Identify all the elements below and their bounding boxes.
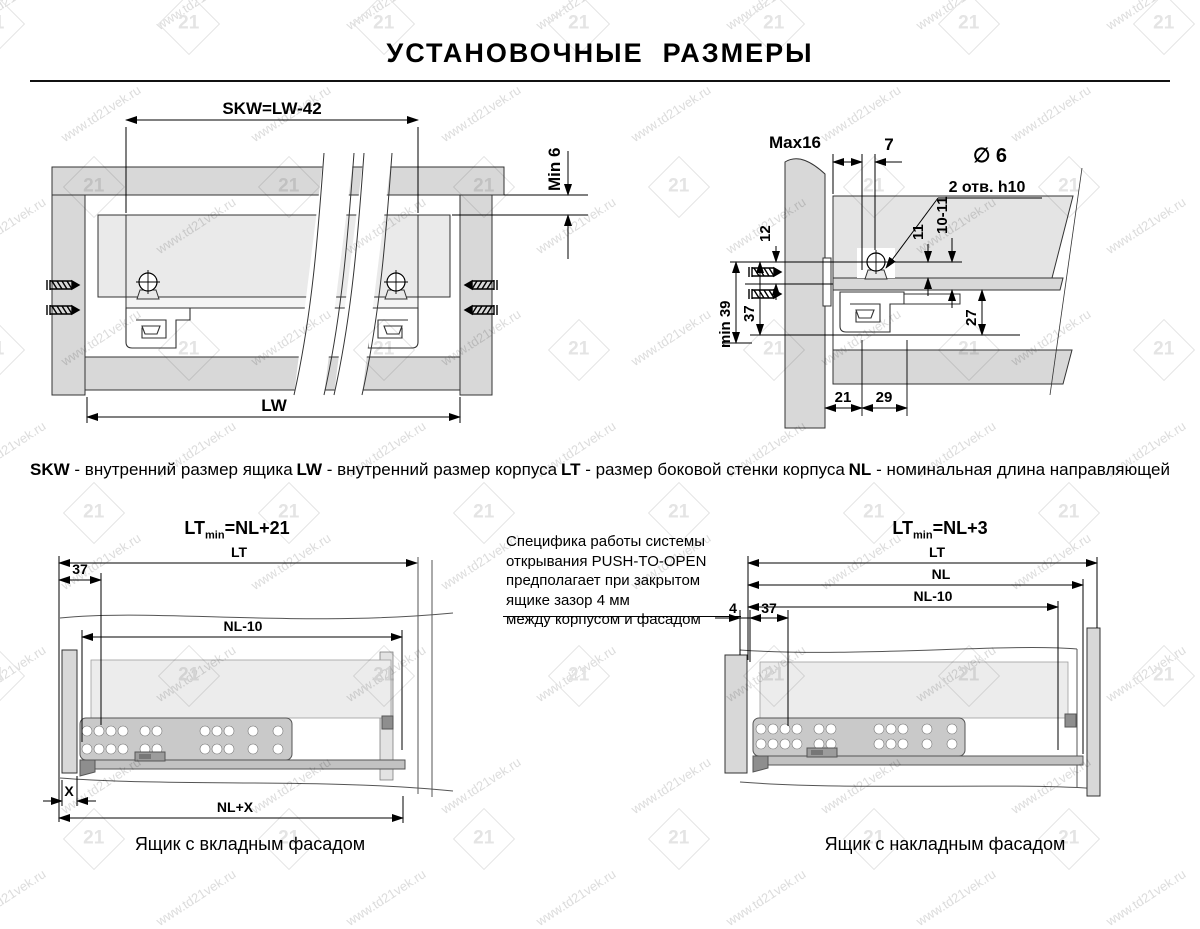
front-panel-overlay bbox=[1086, 627, 1101, 797]
watermark-url-text: www.td21vek.ru bbox=[0, 866, 49, 929]
dim-min6-label: Min 6 bbox=[545, 148, 564, 191]
cabinet-section bbox=[51, 166, 505, 396]
watermark-url-text: www.td21vek.ru bbox=[533, 642, 619, 705]
caption-overlay-front: Ящик с накладным фасадом bbox=[824, 834, 1066, 854]
dim-37-label: 37 bbox=[761, 600, 777, 616]
dim-10-11-label: 10-11 bbox=[934, 196, 951, 234]
bracket-holes bbox=[81, 725, 284, 755]
dim-skw-label: SKW=LW-42 bbox=[222, 99, 321, 118]
drawer-slide-side bbox=[79, 659, 406, 777]
watermark-url-text: www.td21vek.ru bbox=[343, 0, 429, 33]
dims-right-stack: 11 10-11 27 bbox=[888, 196, 986, 336]
drawer-slide-side bbox=[752, 661, 1084, 773]
dim-27-label: 27 bbox=[963, 309, 980, 326]
dim-21-label: 21 bbox=[835, 389, 852, 406]
dim-min6: Min 6 bbox=[452, 148, 588, 259]
dims-left-stack: 12 37 min 39 bbox=[717, 225, 864, 348]
dim-nl10-label: NL-10 bbox=[224, 618, 263, 634]
diagram-side-mounting-detail: Max16 7 ∅ 6 2 отв. h10 12 37 min 39 11 1… bbox=[717, 133, 1083, 429]
watermark-url-text: www.td21vek.ru bbox=[343, 866, 429, 929]
dim-max16-7: Max16 7 bbox=[769, 133, 902, 270]
dims-bottom: 21 29 bbox=[824, 340, 908, 416]
watermark-url-text: www.td21vek.ru bbox=[153, 866, 239, 929]
watermark-url-text: www.td21vek.ru bbox=[628, 754, 714, 817]
watermark-url-text: www.td21vek.ru bbox=[1103, 866, 1189, 929]
cabinet-wall bbox=[784, 158, 832, 429]
watermark-logo: 21 bbox=[0, 318, 26, 382]
dim-nl-label: NL bbox=[932, 566, 951, 582]
dim-holes-label: 2 отв. h10 bbox=[949, 179, 1026, 196]
dims: LT NL NL-10 4 37 bbox=[715, 544, 1098, 754]
legend-item-lt: LT - размер боковой стенки корпуса bbox=[560, 460, 845, 479]
watermark-url-text: www.td21vek.ru bbox=[913, 0, 999, 33]
formula-overlay: LTmin=NL+3 bbox=[892, 518, 988, 542]
dim-lt-label: LT bbox=[929, 544, 946, 560]
dim-37-label: 37 bbox=[741, 305, 758, 322]
drawer-side-panel bbox=[832, 167, 1083, 396]
diagram-drawer-width-section: SKW=LW-42 Min 6 LW bbox=[46, 99, 588, 423]
formula-inset: LTmin=NL+21 bbox=[184, 518, 290, 542]
dim-37-label: 37 bbox=[72, 561, 88, 577]
dim-min39-label: min 39 bbox=[717, 300, 734, 348]
watermark-url-text: www.td21vek.ru bbox=[533, 866, 619, 929]
dim-x-label: X bbox=[64, 783, 74, 799]
cabinet-side-view bbox=[724, 647, 1101, 790]
break-lines bbox=[293, 152, 393, 396]
watermark-url-text: www.td21vek.ru bbox=[723, 0, 809, 33]
dim-nl10-label: NL-10 bbox=[914, 588, 953, 604]
note-leader-line bbox=[503, 616, 741, 617]
push-to-open-note: Специфика работы системы открывания PUSH… bbox=[506, 532, 731, 630]
dim-11-label: 11 bbox=[910, 224, 927, 240]
dim-lt-label: LT bbox=[231, 544, 248, 560]
legend-item-skw: SKW - внутренний размер ящика bbox=[30, 460, 293, 479]
caption-inset-front: Ящик с вкладным фасадом bbox=[134, 834, 366, 854]
note-line: между корпусом и фасадом bbox=[506, 611, 701, 628]
watermark-url-text: www.td21vek.ru bbox=[153, 0, 239, 33]
legend-item-lw: LW - внутренний размер корпуса bbox=[296, 460, 558, 479]
diagram-inset-front: LT 37 NL-10 X NL+X bbox=[43, 544, 454, 823]
dim-nlx-label: NL+X bbox=[217, 799, 254, 815]
dims: LT 37 NL-10 X NL+X bbox=[43, 544, 418, 823]
front-panel-inset bbox=[61, 649, 78, 774]
dim-max16-label: Max16 bbox=[769, 133, 821, 152]
watermark-logo: 21 bbox=[547, 644, 611, 708]
dim-29-label: 29 bbox=[876, 389, 893, 406]
watermark-url-text: www.td21vek.ru bbox=[1103, 0, 1189, 33]
watermark-logo: 21 bbox=[647, 807, 711, 871]
dim-d6-label: ∅ 6 bbox=[973, 145, 1007, 167]
diagram-overlay-front: LT NL NL-10 4 37 bbox=[715, 544, 1101, 797]
note-line: Специфика работы системы bbox=[506, 533, 706, 550]
dim-lw: LW bbox=[86, 396, 461, 423]
legend-item-nl: NL - номинальная длина направляющей bbox=[848, 460, 1170, 479]
note-line: открывания PUSH-TO-OPEN bbox=[506, 552, 707, 570]
watermark-url-text: www.td21vek.ru bbox=[0, 0, 49, 33]
dim-12-label: 12 bbox=[757, 225, 774, 242]
dim-4-label: 4 bbox=[729, 600, 737, 616]
dim-7-label: 7 bbox=[884, 135, 893, 154]
bracket-holes bbox=[755, 723, 958, 750]
note-line: предполагает при закрытом bbox=[506, 572, 701, 589]
dim-lw-label: LW bbox=[261, 396, 287, 415]
watermark-url-text: www.td21vek.ru bbox=[723, 866, 809, 929]
note-line: ящике зазор 4 мм bbox=[506, 591, 630, 609]
watermark-logo: 21 bbox=[0, 644, 26, 708]
watermark-url-text: www.td21vek.ru bbox=[533, 0, 619, 33]
dim-skw: SKW=LW-42 bbox=[125, 99, 419, 213]
title-rule bbox=[30, 80, 1170, 82]
page-title: УСТАНОВОЧНЫЕ РАЗМЕРЫ bbox=[386, 38, 814, 68]
watermark-url-text: www.td21vek.ru bbox=[913, 866, 999, 929]
callout-holes: ∅ 6 2 отв. h10 bbox=[885, 145, 1042, 269]
legend: SKW - внутренний размер ящика LW - внутр… bbox=[30, 460, 1170, 480]
